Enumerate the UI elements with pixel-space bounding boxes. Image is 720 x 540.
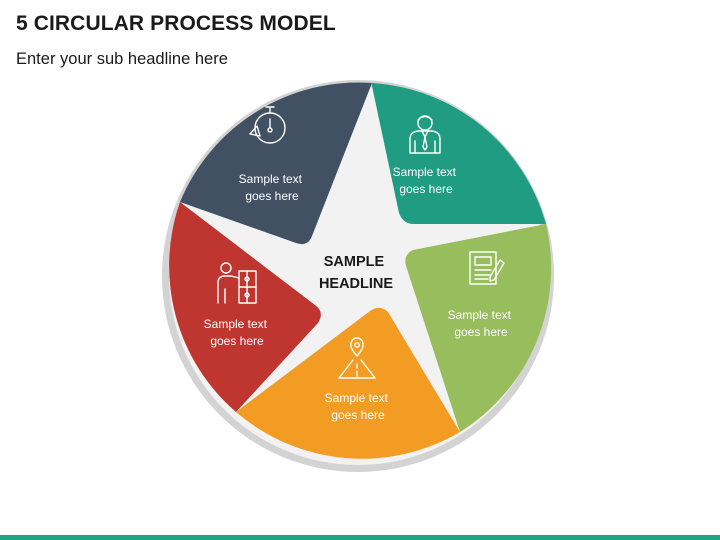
stopwatch-icon — [249, 106, 286, 144]
center-headline-line2: HEADLINE — [319, 276, 393, 292]
center-headline-line1: SAMPLE — [324, 254, 385, 270]
road-pin-icon — [338, 337, 376, 379]
person-puzzle-icon — [217, 262, 257, 304]
segment-5-line1: Sample text — [204, 317, 268, 331]
segment-5-label: Sample text goes here — [204, 317, 271, 348]
businessman-icon — [409, 115, 441, 154]
segment-1-label: Sample text goes here — [239, 172, 306, 203]
segment-1-stopwatch[interactable] — [180, 82, 372, 245]
segment-4-line2: goes here — [331, 408, 385, 422]
page-title: 5 CIRCULAR PROCESS MODEL — [16, 12, 336, 35]
segment-5-line2: goes here — [210, 334, 264, 348]
page-subtitle: Enter your sub headline here — [16, 50, 228, 68]
segment-4-label: Sample text goes here — [325, 391, 392, 422]
segment-4-line1: Sample text — [325, 391, 389, 405]
segment-2-businessman[interactable] — [372, 83, 546, 224]
segment-1-line2: goes here — [245, 189, 299, 203]
segment-2-line1: Sample text — [393, 165, 457, 179]
document-pen-icon — [469, 251, 505, 285]
segment-3-line1: Sample text — [448, 308, 512, 322]
segment-3-document[interactable] — [405, 224, 552, 432]
segment-3-label: Sample text goes here — [448, 308, 515, 339]
segment-2-label: Sample text goes here — [393, 165, 460, 196]
segment-1-line1: Sample text — [239, 172, 303, 186]
segment-4-road[interactable] — [236, 307, 460, 459]
segment-5-puzzle[interactable] — [169, 202, 321, 412]
center-headline: SAMPLE HEADLINE — [319, 254, 393, 292]
segment-3-line2: goes here — [454, 325, 508, 339]
bottom-accent-bar — [0, 535, 720, 540]
segment-2-line2: goes here — [399, 182, 453, 196]
